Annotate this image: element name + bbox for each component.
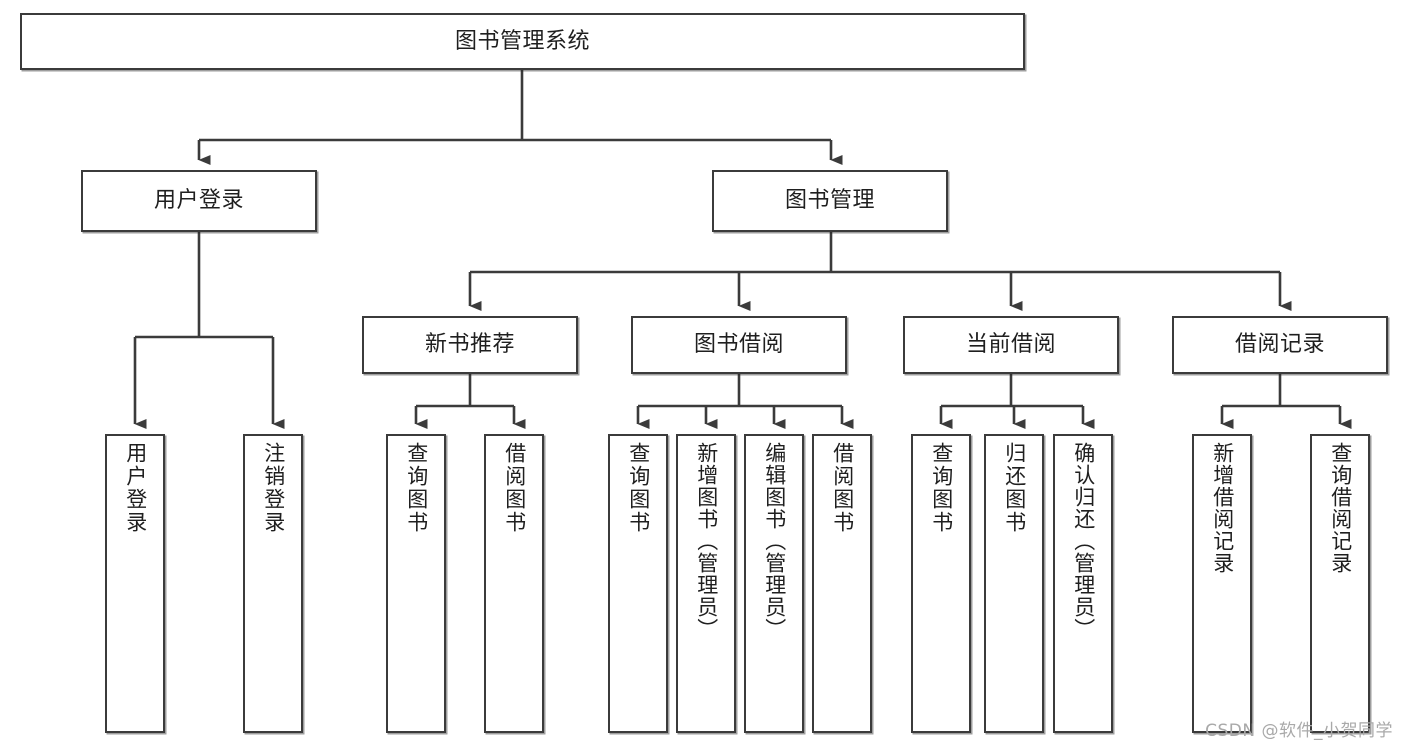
node-leaf-user-login[interactable]: 用户登录	[105, 434, 165, 733]
node-leaf-br-add-record-label: 新增借阅记录	[1210, 442, 1235, 574]
node-leaf-br-query-record[interactable]: 查询借阅记录	[1310, 434, 1370, 733]
node-leaf-br-add-record[interactable]: 新增借阅记录	[1192, 434, 1252, 733]
node-new-book-rec-label: 新书推荐	[424, 332, 515, 358]
node-leaf-cb-return-book-label: 归还图书	[1002, 442, 1027, 534]
node-borrow-record[interactable]: 借阅记录	[1172, 316, 1388, 374]
csdn-watermark: CSDN @软件_小贺同学	[1205, 721, 1393, 741]
node-leaf-bb-add-book[interactable]: 新增图书（管理员）	[676, 434, 736, 733]
node-user-login-label: 用户登录	[153, 188, 244, 214]
node-new-book-rec[interactable]: 新书推荐	[362, 316, 578, 374]
node-current-borrow-label: 当前借阅	[965, 332, 1056, 358]
node-leaf-cb-query-book-label: 查询图书	[929, 442, 954, 534]
node-leaf-rec-borrow-book[interactable]: 借阅图书	[484, 434, 544, 733]
node-leaf-bb-borrow-book[interactable]: 借阅图书	[812, 434, 872, 733]
node-leaf-rec-query-book-label: 查询图书	[404, 442, 429, 534]
node-leaf-bb-edit-book[interactable]: 编辑图书（管理员）	[744, 434, 804, 733]
node-leaf-rec-borrow-book-label: 借阅图书	[502, 442, 527, 534]
node-leaf-rec-query-book[interactable]: 查询图书	[386, 434, 446, 733]
node-leaf-bb-query-book[interactable]: 查询图书	[608, 434, 668, 733]
node-current-borrow[interactable]: 当前借阅	[903, 316, 1119, 374]
node-book-manage-label: 图书管理	[784, 188, 875, 214]
node-leaf-user-logout[interactable]: 注销登录	[243, 434, 303, 733]
node-book-borrow[interactable]: 图书借阅	[631, 316, 847, 374]
node-root-label: 图书管理系统	[454, 28, 590, 54]
node-leaf-bb-edit-book-label: 编辑图书（管理员）	[762, 442, 787, 640]
node-leaf-cb-return-book[interactable]: 归还图书	[984, 434, 1044, 733]
node-leaf-cb-confirm-return-label: 确认归还（管理员）	[1071, 442, 1096, 640]
node-book-borrow-label: 图书借阅	[693, 332, 784, 358]
node-leaf-bb-add-book-label: 新增图书（管理员）	[694, 442, 719, 640]
node-leaf-user-logout-label: 注销登录	[261, 442, 286, 534]
node-leaf-bb-query-book-label: 查询图书	[626, 442, 651, 534]
node-leaf-cb-confirm-return[interactable]: 确认归还（管理员）	[1053, 434, 1113, 733]
node-leaf-user-login-label: 用户登录	[123, 442, 148, 534]
node-book-manage[interactable]: 图书管理	[712, 170, 948, 232]
node-leaf-cb-query-book[interactable]: 查询图书	[911, 434, 971, 733]
node-leaf-br-query-record-label: 查询借阅记录	[1328, 442, 1353, 574]
node-user-login[interactable]: 用户登录	[81, 170, 317, 232]
node-leaf-bb-borrow-book-label: 借阅图书	[830, 442, 855, 534]
node-borrow-record-label: 借阅记录	[1234, 332, 1325, 358]
node-root[interactable]: 图书管理系统	[20, 13, 1025, 70]
